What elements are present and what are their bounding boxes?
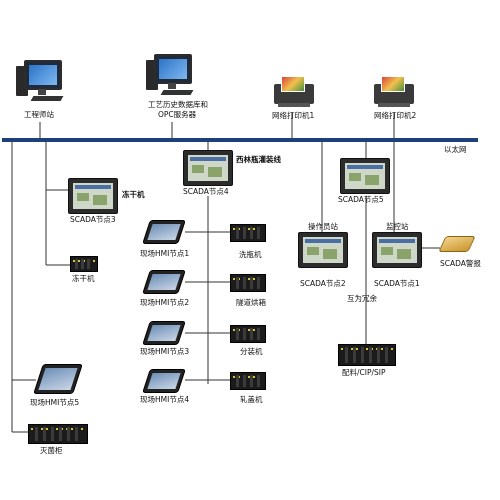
scada4-panel bbox=[183, 150, 233, 186]
scada5-label: SCADA节点5 bbox=[338, 195, 384, 204]
engineer-station-pc bbox=[16, 60, 76, 105]
washer-plc bbox=[230, 224, 266, 242]
tunnel-oven-label: 隧道烘箱 bbox=[236, 298, 266, 307]
monitor-station-label: 监控站 bbox=[386, 222, 409, 231]
hmi5-label: 现场HMI节点5 bbox=[30, 398, 80, 407]
freeze-dryer-plc-label: 冻干机 bbox=[72, 274, 95, 283]
engineer-station-label: 工程师站 bbox=[24, 110, 54, 119]
scada4-label: SCADA节点4 bbox=[183, 187, 229, 196]
tunnel-oven-plc bbox=[230, 274, 266, 292]
history-server-label-1: 工艺历史数据库和 bbox=[148, 100, 208, 109]
hmi1-label: 现场HMI节点1 bbox=[140, 249, 190, 258]
printer1-icon bbox=[274, 76, 316, 108]
freeze-dryer-title: 冻干机 bbox=[122, 190, 145, 199]
scada-alarm-label: SCADA警报 bbox=[440, 259, 481, 268]
cabinet-label: 灭菌柜 bbox=[40, 446, 63, 455]
hmi2-label: 现场HMI节点2 bbox=[140, 298, 190, 307]
scada1-label: SCADA节点1 bbox=[374, 279, 420, 288]
scada1-panel bbox=[372, 232, 422, 268]
scada2-panel bbox=[298, 232, 348, 268]
printer2-icon bbox=[374, 76, 416, 108]
hmi4-label: 现场HMI节点4 bbox=[140, 395, 190, 404]
filler-plc bbox=[230, 325, 266, 343]
batching-plc bbox=[338, 344, 396, 366]
capper-plc bbox=[230, 372, 266, 390]
filling-line-title: 西林瓶灌装线 bbox=[236, 155, 281, 164]
scada3-label: SCADA节点3 bbox=[70, 215, 116, 224]
printer2-label: 网络打印机2 bbox=[374, 111, 417, 120]
ethernet-label: 以太网 bbox=[444, 145, 467, 154]
history-server-label-2: OPC服务器 bbox=[158, 110, 197, 119]
ethernet-bus bbox=[2, 138, 478, 142]
filler-label: 分装机 bbox=[240, 347, 263, 356]
washer-label: 洗瓶机 bbox=[239, 250, 262, 259]
hmi3-label: 现场HMI节点3 bbox=[140, 347, 190, 356]
batching-label: 配料/CIP/SIP bbox=[342, 368, 386, 377]
cabinet-plc bbox=[28, 424, 88, 444]
redundant-label: 互为冗余 bbox=[347, 294, 377, 303]
scada3-panel bbox=[68, 178, 118, 214]
scada2-label: SCADA节点2 bbox=[300, 279, 346, 288]
capper-label: 轧盖机 bbox=[240, 395, 263, 404]
printer1-label: 网络打印机1 bbox=[272, 111, 315, 120]
history-server-pc bbox=[146, 54, 206, 99]
scada5-panel bbox=[340, 158, 390, 194]
freeze-dryer-plc bbox=[70, 256, 98, 272]
operator-station-label: 操作员站 bbox=[308, 222, 338, 231]
